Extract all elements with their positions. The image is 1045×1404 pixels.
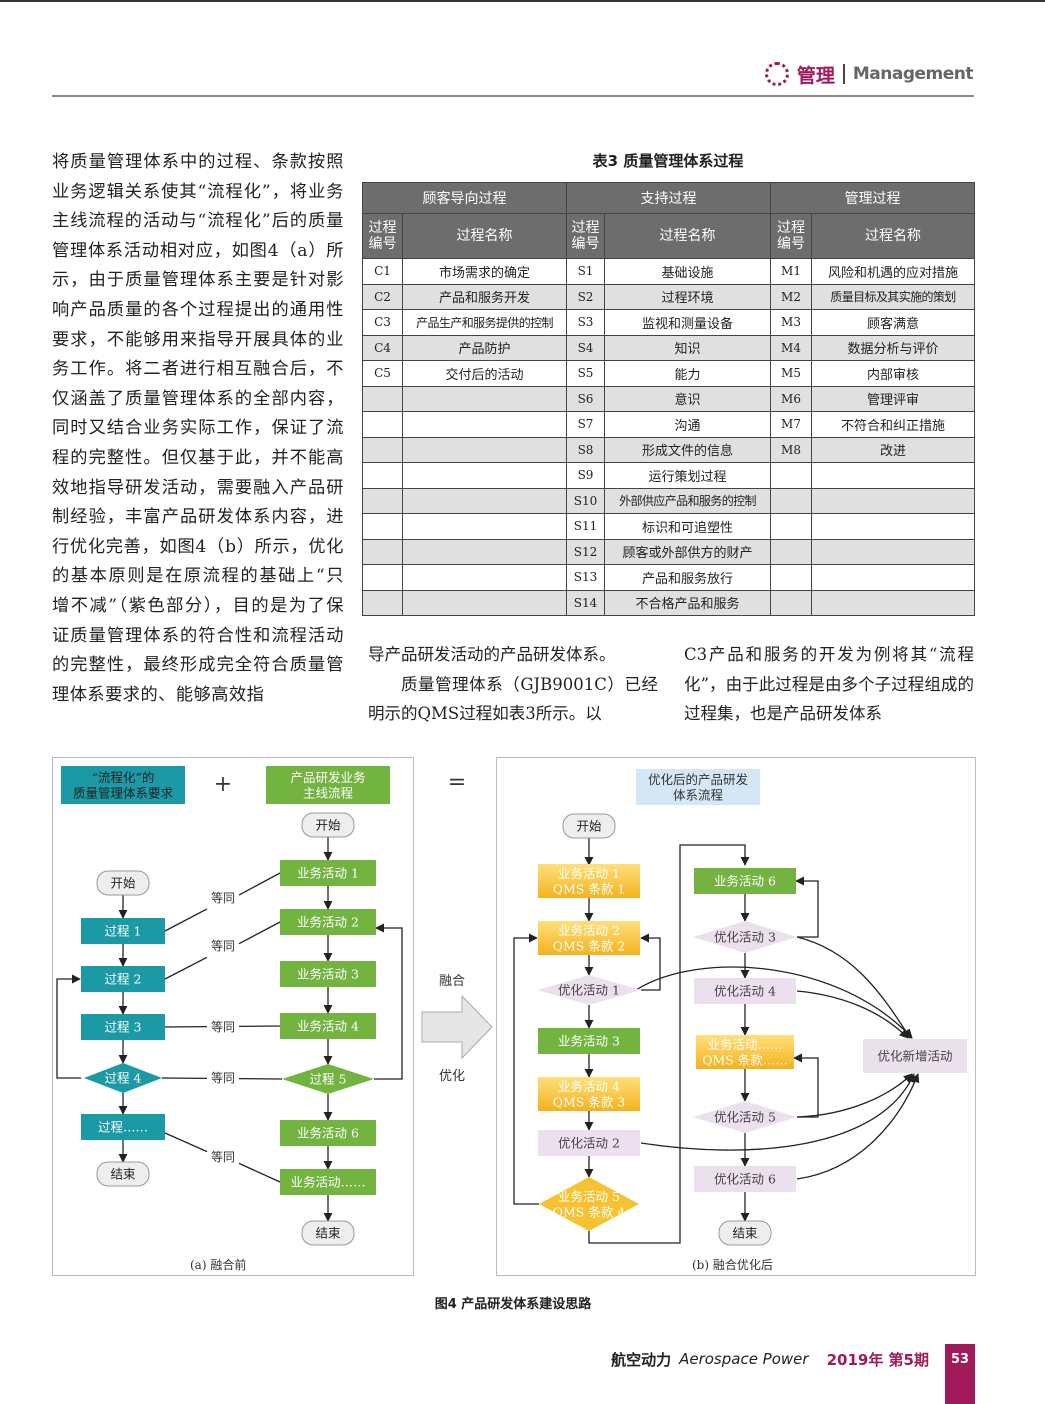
new-activity-link — [797, 937, 910, 1038]
opt-left-node-2-label: QMS 条款 2 — [553, 938, 626, 953]
subfigure-label-b: (b) 融合优化后 — [692, 1256, 773, 1273]
journal-issue: 2019年 第5期 — [827, 1349, 929, 1370]
equal-link — [165, 1133, 207, 1152]
opt-left-node-4-label: 业务活动 3 — [558, 1034, 620, 1049]
equal-label-3: 等同 — [211, 1020, 235, 1034]
qms-requirement-title-label: “流程化”的 — [92, 770, 155, 785]
opt-left-node-1-label: 业务活动 1 — [558, 866, 620, 881]
plus-sign: + — [214, 772, 232, 797]
main-step-3-label: 业务活动 3 — [297, 967, 359, 982]
equal-link — [239, 873, 280, 895]
opt-left-node-2-label: 业务活动 2 — [558, 923, 620, 938]
optimized-title-label: 优化后的产品研发 — [648, 772, 749, 787]
equal-link — [239, 1163, 280, 1182]
new-activity-link — [797, 991, 908, 1038]
opt-left-node-1-label: QMS 条款 1 — [553, 881, 626, 896]
new-activity-box-label: 优化新增活动 — [877, 1049, 952, 1064]
journal-name-cn: 航空动力 — [611, 1349, 671, 1370]
opt-right-node-1-label: 业务活动 6 — [714, 874, 776, 889]
opt-right-node-2-label: 优化活动 3 — [714, 930, 776, 945]
main-step-2-label: 业务活动 2 — [297, 915, 359, 930]
page-footer: 航空动力 Aerospace Power 2019年 第5期 53 — [0, 1348, 1045, 1378]
opt-start-label: 开始 — [576, 819, 602, 834]
qms-start-label: 开始 — [110, 876, 136, 891]
main-step-5-label: 过程 5 — [310, 1072, 347, 1087]
subfigure-label-a: (a) 融合前 — [190, 1256, 246, 1273]
optimized-title-label: 体系流程 — [673, 787, 724, 802]
opt-end-label: 结束 — [732, 1226, 758, 1241]
qms-loop-line — [57, 979, 81, 1078]
equal-label-2: 等同 — [211, 939, 235, 953]
main-step-1-label: 业务活动 1 — [297, 866, 359, 881]
opt-left-node-5-label: QMS 条款 3 — [553, 1094, 626, 1109]
opt-right-node-6-label: 优化活动 6 — [714, 1172, 776, 1187]
equal-link — [239, 922, 280, 944]
equal-label-5: 等同 — [211, 1150, 235, 1164]
qms-step-3-label: 过程 3 — [105, 1020, 142, 1035]
qms-end-label: 结束 — [110, 1167, 136, 1182]
main-step-6-label: 业务活动 6 — [297, 1126, 359, 1141]
main-process-title-label: 产品研发业务 — [290, 770, 365, 785]
page-number: 53 — [945, 1344, 975, 1404]
equal-label-1: 等同 — [211, 891, 235, 905]
opt-right-node-4-label: QMS 条款…… — [702, 1052, 788, 1067]
new-activity-link — [797, 1074, 918, 1179]
opt-loop-b — [514, 938, 539, 1204]
opt-loop-c — [796, 881, 818, 937]
opt-loop-d — [794, 1058, 818, 1117]
qms-step-4-label: 过程 4 — [105, 1071, 142, 1086]
qms-requirement-title-label: 质量管理体系要求 — [73, 785, 174, 800]
figure-caption: 图4 产品研发体系建设思路 — [52, 1293, 974, 1312]
qms-step-1-label: 过程 1 — [105, 924, 142, 939]
equal-label-4: 等同 — [211, 1071, 235, 1085]
main-loop-line — [374, 928, 402, 1079]
main-step-4-label: 业务活动 4 — [297, 1019, 359, 1034]
main-step-7-label: 业务活动…… — [290, 1175, 365, 1190]
optimize-label: 优化 — [439, 1069, 465, 1084]
opt-right-node-4-label: 业务活动…… — [707, 1037, 782, 1052]
journal-brand: 航空动力 Aerospace Power 2019年 第5期 — [611, 1348, 929, 1370]
equals-sign: = — [448, 770, 466, 795]
opt-right-node-3-label: 优化活动 4 — [714, 984, 776, 999]
opt-right-node-5-label: 优化活动 5 — [714, 1110, 776, 1125]
opt-left-node-5-label: 业务活动 4 — [558, 1079, 620, 1094]
qms-step-2-label: 过程 2 — [105, 972, 142, 987]
opt-left-node-7-label: QMS 条款 4 — [553, 1204, 626, 1219]
merge-arrow-icon — [422, 996, 492, 1058]
merge-label: 融合 — [439, 974, 465, 989]
qms-step-5-label: 过程…… — [98, 1120, 148, 1135]
new-activity-link — [797, 1074, 912, 1117]
opt-left-node-7-label: 业务活动 5 — [558, 1189, 620, 1204]
journal-name-en: Aerospace Power — [679, 1350, 809, 1368]
opt-left-node-6-label: 优化活动 2 — [558, 1136, 620, 1151]
main-end-label: 结束 — [315, 1226, 341, 1241]
main-process-title-label: 主线流程 — [303, 785, 354, 800]
main-start-label: 开始 — [315, 818, 341, 833]
equal-link — [165, 909, 207, 931]
equal-link — [165, 957, 207, 979]
opt-left-node-3-label: 优化活动 1 — [558, 983, 620, 998]
